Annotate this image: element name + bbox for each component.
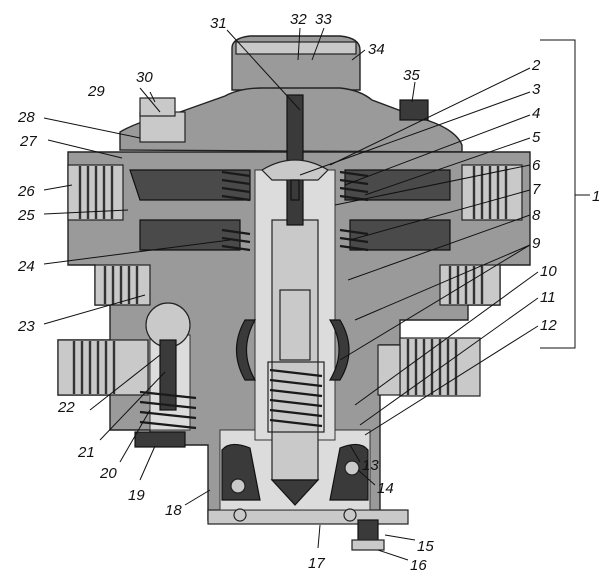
label-12: 12 bbox=[540, 317, 557, 334]
threaded-ports bbox=[57, 164, 523, 397]
label-29: 29 bbox=[87, 83, 105, 100]
label-2: 2 bbox=[531, 57, 541, 74]
label-7: 7 bbox=[532, 181, 541, 198]
piston-spring bbox=[267, 361, 325, 433]
leader-lines bbox=[43, 27, 539, 561]
label-6: 6 bbox=[532, 157, 541, 174]
label-10: 10 bbox=[540, 263, 557, 280]
label-28: 28 bbox=[17, 109, 35, 126]
label-21: 21 bbox=[77, 444, 95, 461]
label-8: 8 bbox=[532, 207, 541, 224]
label-27: 27 bbox=[19, 133, 37, 150]
label-14: 14 bbox=[377, 480, 394, 497]
label-34: 34 bbox=[368, 41, 385, 58]
label-25: 25 bbox=[17, 207, 35, 224]
label-31: 31 bbox=[210, 15, 227, 32]
label-17: 17 bbox=[308, 555, 325, 571]
label-1: 1 bbox=[592, 188, 600, 205]
label-15: 15 bbox=[417, 538, 434, 555]
label-35: 35 bbox=[403, 67, 420, 84]
label-16: 16 bbox=[410, 557, 427, 571]
assembly-bracket bbox=[540, 39, 590, 349]
label-4: 4 bbox=[532, 105, 540, 122]
label-26: 26 bbox=[17, 183, 35, 200]
check-valve bbox=[134, 302, 197, 448]
label-13: 13 bbox=[362, 457, 379, 474]
label-24: 24 bbox=[17, 258, 35, 275]
label-11: 11 bbox=[540, 289, 556, 306]
part-labels: 1 2 3 4 5 6 7 8 9 10 11 12 13 14 15 16 1… bbox=[17, 11, 600, 571]
label-30: 30 bbox=[136, 69, 153, 86]
label-20: 20 bbox=[99, 465, 117, 482]
label-22: 22 bbox=[57, 399, 75, 416]
label-18: 18 bbox=[165, 502, 182, 519]
label-32: 32 bbox=[290, 11, 307, 28]
label-23: 23 bbox=[17, 318, 35, 335]
label-5: 5 bbox=[532, 129, 541, 146]
valve-housing bbox=[57, 35, 531, 551]
label-19: 19 bbox=[128, 487, 145, 504]
label-3: 3 bbox=[532, 81, 541, 98]
label-33: 33 bbox=[315, 11, 332, 28]
label-9: 9 bbox=[532, 235, 541, 252]
